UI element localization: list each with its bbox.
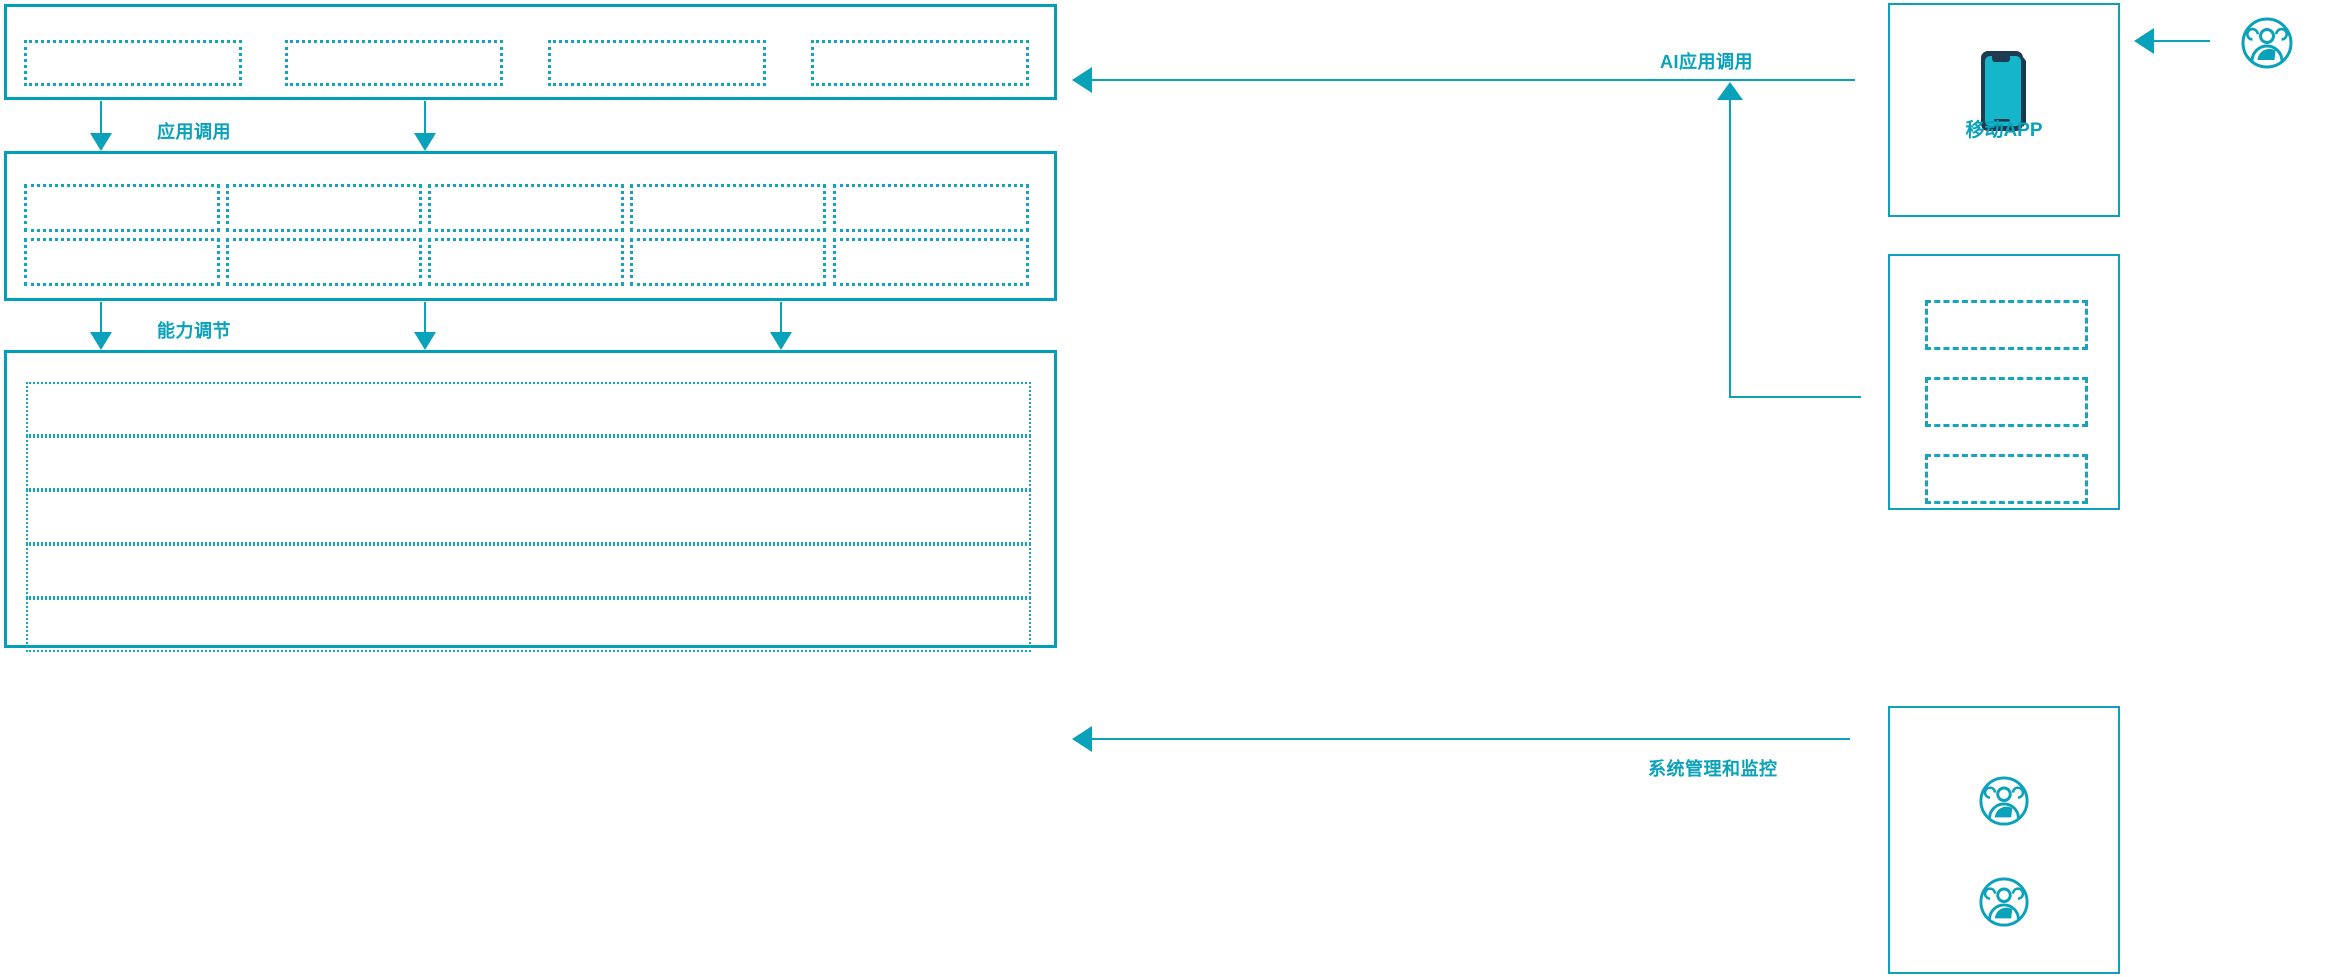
admin-users-group-icon-1 bbox=[1978, 775, 2030, 827]
capability-slot-r2c5[interactable] bbox=[833, 238, 1029, 286]
capability-slot-r2c2[interactable] bbox=[226, 238, 422, 286]
app-call-arrow-head-left bbox=[90, 133, 112, 151]
capability-slot-r2c3[interactable] bbox=[428, 238, 624, 286]
platform-row-3[interactable] bbox=[26, 490, 1031, 544]
flow-label-capability-adjust: 能力调节 bbox=[157, 321, 231, 341]
application-slot-2[interactable] bbox=[285, 40, 503, 86]
capability-slot-r1c1[interactable] bbox=[24, 184, 220, 232]
capability-adjust-arrow-head-2 bbox=[414, 332, 436, 350]
capability-adjust-arrow-head-3 bbox=[770, 332, 792, 350]
capability-adjust-arrow-line-1 bbox=[100, 302, 102, 340]
ai-app-call-riser-base bbox=[1729, 396, 1861, 398]
capability-slot-r1c3[interactable] bbox=[428, 184, 624, 232]
ai-app-call-riser-line bbox=[1729, 100, 1731, 398]
app-call-arrow-head-right bbox=[414, 133, 436, 151]
platform-row-2[interactable] bbox=[26, 436, 1031, 490]
capability-slot-r1c2[interactable] bbox=[226, 184, 422, 232]
capability-slot-r2c1[interactable] bbox=[24, 238, 220, 286]
admin-users-group-icon-2 bbox=[1978, 876, 2030, 928]
flow-label-ai-app-call: AI应用调用 bbox=[1660, 52, 1753, 72]
system-mgmt-arrow-line bbox=[1090, 738, 1850, 740]
capability-adjust-arrow-line-3 bbox=[780, 302, 782, 340]
platform-row-5[interactable] bbox=[26, 598, 1031, 652]
capability-adjust-arrow-head-1 bbox=[90, 332, 112, 350]
ai-app-call-arrow-head bbox=[1072, 67, 1092, 93]
capability-layer-panel[interactable] bbox=[4, 151, 1057, 301]
capability-slot-r1c4[interactable] bbox=[630, 184, 826, 232]
application-slot-1[interactable] bbox=[24, 40, 242, 86]
service-list-slot-2[interactable] bbox=[1925, 377, 2088, 427]
service-list-slot-1[interactable] bbox=[1925, 300, 2088, 350]
end-user-arrow-head bbox=[2134, 28, 2154, 54]
application-slot-4[interactable] bbox=[811, 40, 1029, 86]
application-slot-3[interactable] bbox=[548, 40, 766, 86]
system-mgmt-arrow-head bbox=[1072, 726, 1092, 752]
app-call-arrow-line-left bbox=[100, 101, 102, 141]
platform-row-1[interactable] bbox=[26, 382, 1031, 436]
capability-slot-r2c4[interactable] bbox=[630, 238, 826, 286]
capability-adjust-arrow-line-2 bbox=[424, 302, 426, 340]
end-user-arrow-line bbox=[2152, 40, 2210, 42]
mobile-phone-icon bbox=[1976, 48, 2032, 136]
ai-app-call-riser-head bbox=[1717, 82, 1743, 100]
app-call-arrow-line-right bbox=[424, 101, 426, 141]
service-list-slot-3[interactable] bbox=[1925, 454, 2088, 504]
capability-slot-r1c5[interactable] bbox=[833, 184, 1029, 232]
admin-panel-node[interactable] bbox=[1888, 706, 2120, 974]
end-user-users-group-icon bbox=[2240, 16, 2294, 70]
flow-label-app-call: 应用调用 bbox=[157, 122, 231, 142]
flow-label-system-mgmt-monitor: 系统管理和监控 bbox=[1648, 759, 1778, 779]
mobile-app-node-label: 移动APP bbox=[1965, 120, 2043, 141]
ai-app-call-arrow-line bbox=[1090, 79, 1855, 81]
platform-row-4[interactable] bbox=[26, 544, 1031, 598]
